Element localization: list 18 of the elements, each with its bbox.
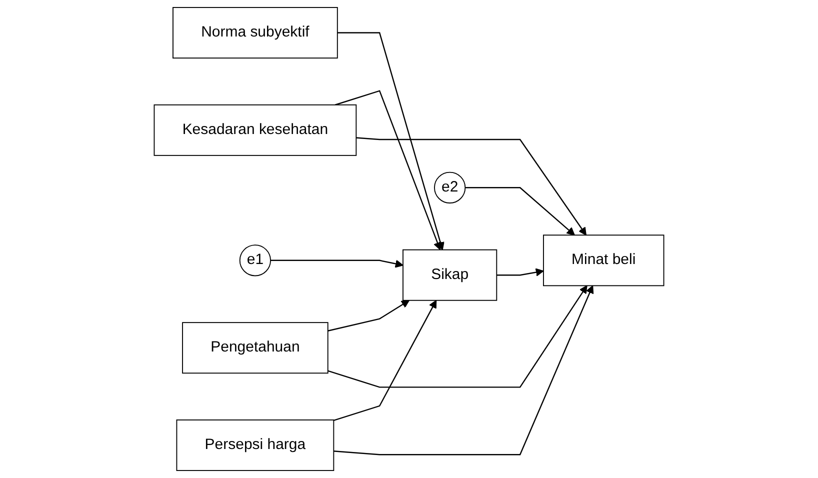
arrow [334,285,594,456]
arrow [496,268,544,276]
arrow [356,137,587,236]
node-box: Pengetahuan [182,322,328,374]
arrow [328,285,588,388]
arrow [465,187,575,236]
arrow [334,90,442,250]
node-box: Kesadaran kesehatan [154,104,357,156]
node-box: Sikap [402,249,498,301]
arrow [328,300,410,332]
node-circle: e2 [434,172,466,204]
arrow [337,32,444,250]
node-circle: e1 [239,244,272,276]
arrow [334,300,437,421]
node-box: Persepsi harga [176,419,334,471]
arrow [270,260,404,268]
node-box: Minat beli [543,234,664,286]
node-box: Norma subyektif [172,7,338,59]
